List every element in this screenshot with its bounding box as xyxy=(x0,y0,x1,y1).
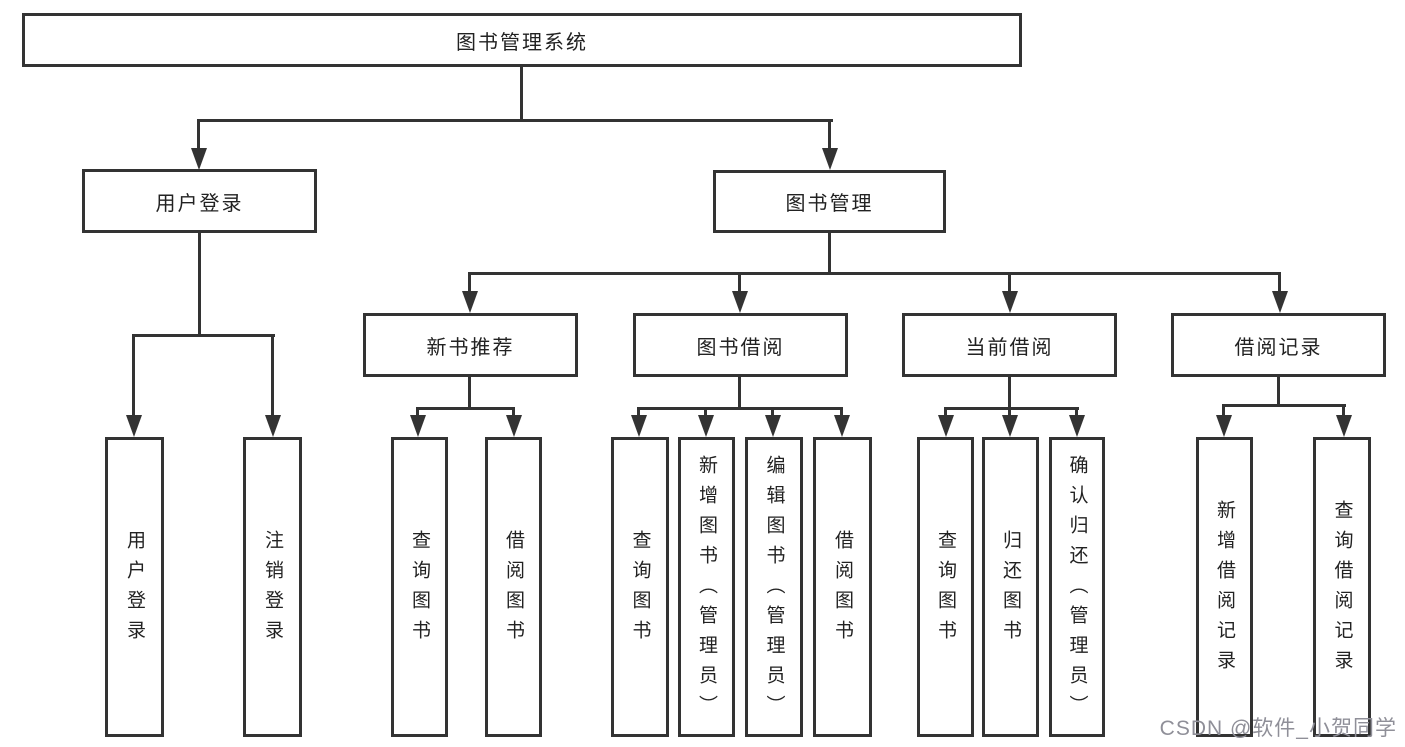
connector-line xyxy=(197,119,833,122)
leaf-current-return-books: 归还图书 xyxy=(982,437,1039,737)
arrow-down-icon xyxy=(126,415,142,437)
connector-line xyxy=(271,334,274,417)
connector-line xyxy=(520,67,523,121)
connector-line xyxy=(1075,407,1078,419)
connector-line xyxy=(468,376,471,410)
connector-line xyxy=(416,407,419,419)
leaf-current-query-books: 查询图书 xyxy=(917,437,974,737)
connector-line xyxy=(944,407,1079,410)
connector-line xyxy=(771,407,774,419)
csdn-watermark: CSDN @软件_小贺同学 xyxy=(1159,717,1397,740)
node-book-borrowing: 图书借阅 xyxy=(633,313,848,377)
leaf-user-login: 用户登录 xyxy=(105,437,164,737)
arrow-down-icon xyxy=(834,415,850,437)
node-new-book-recommendation: 新书推荐 xyxy=(363,313,578,377)
connector-line xyxy=(840,407,843,419)
leaf-records-query-borrow-record: 查询借阅记录 xyxy=(1313,437,1371,737)
connector-line xyxy=(512,407,515,419)
connector-line xyxy=(198,232,201,337)
leaf-records-add-borrow-record: 新增借阅记录 xyxy=(1196,437,1253,737)
connector-line xyxy=(1342,404,1345,419)
connector-line xyxy=(1278,272,1281,293)
connector-line xyxy=(468,272,1281,275)
connector-line xyxy=(1008,272,1011,293)
arrow-down-icon xyxy=(462,291,478,313)
arrow-down-icon xyxy=(506,415,522,437)
connector-line xyxy=(197,119,200,150)
leaf-newbook-query-books: 查询图书 xyxy=(391,437,448,737)
node-current-borrowing: 当前借阅 xyxy=(902,313,1117,377)
connector-line xyxy=(637,407,640,419)
connector-line xyxy=(132,334,135,417)
connector-line xyxy=(738,272,741,293)
connector-line xyxy=(944,407,947,419)
leaf-borrowing-borrow-books: 借阅图书 xyxy=(813,437,872,737)
connector-line xyxy=(1008,407,1011,419)
arrow-down-icon xyxy=(631,415,647,437)
connector-line xyxy=(828,232,831,275)
connector-line xyxy=(468,272,471,293)
node-root-library-management-system: 图书管理系统 xyxy=(22,13,1022,67)
arrow-down-icon xyxy=(1216,415,1232,437)
leaf-newbook-borrow-books: 借阅图书 xyxy=(485,437,542,737)
connector-line xyxy=(738,376,741,410)
arrow-down-icon xyxy=(410,415,426,437)
node-borrowing-records: 借阅记录 xyxy=(1171,313,1386,377)
connector-line xyxy=(1222,404,1346,407)
arrow-down-icon xyxy=(1272,291,1288,313)
arrow-down-icon xyxy=(822,148,838,170)
leaf-borrowing-query-books: 查询图书 xyxy=(611,437,669,737)
arrow-down-icon xyxy=(732,291,748,313)
arrow-down-icon xyxy=(938,415,954,437)
connector-line xyxy=(828,119,831,150)
node-user-login: 用户登录 xyxy=(82,169,317,233)
connector-line xyxy=(1277,376,1280,407)
connector-line xyxy=(704,407,707,419)
leaf-borrowing-edit-books-admin: 编辑图书（管理员） xyxy=(745,437,803,737)
arrow-down-icon xyxy=(765,415,781,437)
connector-line xyxy=(1222,404,1225,419)
arrow-down-icon xyxy=(1002,415,1018,437)
arrow-down-icon xyxy=(1002,291,1018,313)
arrow-down-icon xyxy=(1069,415,1085,437)
arrow-down-icon xyxy=(265,415,281,437)
arrow-down-icon xyxy=(1336,415,1352,437)
leaf-current-confirm-return-admin: 确认归还（管理员） xyxy=(1049,437,1105,737)
leaf-logout: 注销登录 xyxy=(243,437,302,737)
arrow-down-icon xyxy=(191,148,207,170)
connector-line xyxy=(132,334,275,337)
connector-line xyxy=(637,407,843,410)
connector-line xyxy=(416,407,515,410)
leaf-borrowing-add-books-admin: 新增图书（管理员） xyxy=(678,437,735,737)
connector-line xyxy=(1008,376,1011,410)
arrow-down-icon xyxy=(698,415,714,437)
node-book-management: 图书管理 xyxy=(713,170,946,233)
